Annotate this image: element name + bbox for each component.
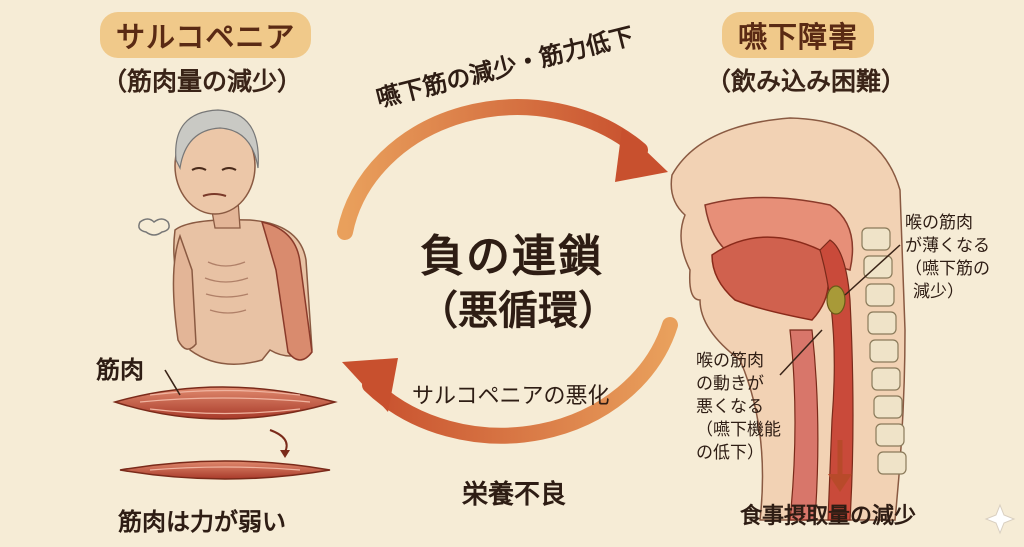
throat-move-line-1: 喉の筋肉 [696,351,764,371]
muscle-thick-illustration [112,386,338,420]
throat-thin-label: 喉の筋肉 が薄くなる （嚥下筋の 減少） [905,212,990,304]
throat-move-line-5: の低下） [696,443,764,463]
sarcopenia-title: サルコペニア [100,12,312,58]
throat-thin-line-1: 喉の筋肉 [905,213,973,233]
top-cycle-arrow [337,99,668,240]
food-bolus [826,285,846,315]
dysphagia-title: 嚥下障害 [722,12,875,58]
throat-move-line-4: （嚥下機能 [696,420,781,440]
vicious-cycle-subtitle: （悪循環） [418,288,618,334]
bottom-arrow-label: サルコペニアの悪化 [412,384,610,409]
muscle-label: 筋肉 [96,356,144,384]
elderly-man-illustration [138,109,313,365]
dysphagia-subtitle: （飲み込み困難） [706,67,907,96]
throat-move-line-3: 悪くなる [696,397,764,417]
intake-decrease-label: 食事摂取量の減少 [740,504,917,529]
intake-down-arrow [828,440,852,492]
throat-thin-pointer [844,244,901,296]
muscle-pointer-line [164,369,181,396]
sparkle-icon [984,503,1016,535]
throat-cross-section-illustration [670,117,907,521]
weak-muscle-label: 筋肉は力が弱い [118,508,286,536]
malnutrition-label: 栄養不良 [462,480,567,510]
throat-move-pointer [779,329,823,376]
sarcopenia-subtitle: （筋肉量の減少） [102,67,303,96]
throat-thin-line-2: が薄くなる [905,236,990,256]
throat-move-label: 喉の筋肉 の動きが 悪くなる （嚥下機能 の低下） [696,350,781,465]
throat-move-line-2: の動きが [696,374,764,394]
muscle-shrink-arrow [269,429,288,453]
vicious-cycle-title: 負の連鎖 [420,231,604,282]
bottom-cycle-arrow [342,317,678,444]
muscle-thin-illustration [119,460,331,480]
throat-thin-line-3: （嚥下筋の [905,259,990,279]
throat-thin-line-4: 減少） [913,282,964,302]
